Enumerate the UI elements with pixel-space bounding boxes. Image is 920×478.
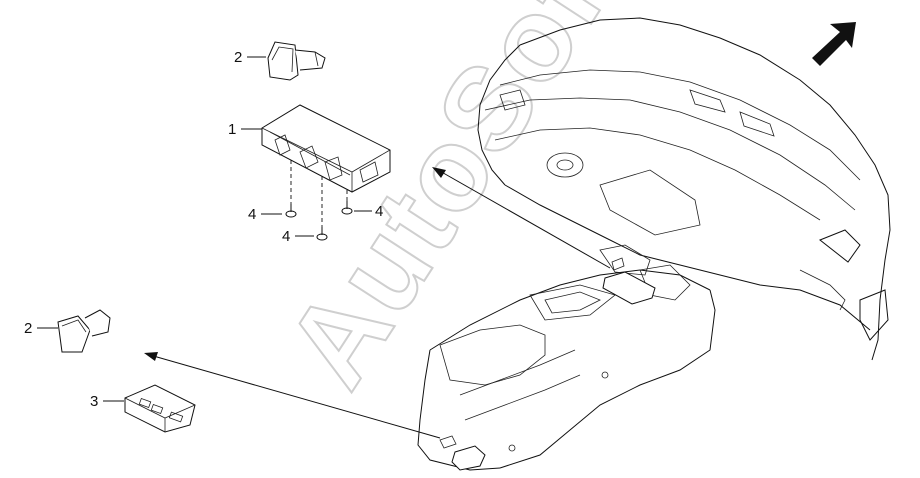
callout-4-left: 4 [248, 206, 282, 223]
screw-1 [285, 204, 297, 218]
usb-socket-upper [267, 41, 326, 81]
control-module [261, 104, 391, 193]
callout-4-bottom: 4 [282, 228, 314, 245]
callout-4-right: 4 [354, 203, 383, 220]
callout-label: 3 [90, 393, 98, 410]
dashboard-outline [477, 17, 891, 361]
screw-guides [290, 160, 348, 228]
callout-2-lower: 2 [24, 320, 58, 337]
callout-label: 2 [234, 49, 242, 66]
leader-arrows [144, 167, 611, 439]
center-console [417, 244, 716, 471]
forward-arrow-icon [812, 22, 856, 66]
usb-socket-lower [57, 309, 111, 353]
callout-3: 3 [90, 393, 124, 410]
callout-label: 1 [228, 121, 236, 138]
callout-2-upper: 2 [234, 49, 266, 66]
callout-label: 4 [248, 206, 256, 223]
screw-2 [316, 227, 328, 241]
callout-label: 4 [282, 228, 290, 245]
socket-bracket [124, 384, 196, 433]
callout-label: 2 [24, 320, 32, 337]
callout-label: 4 [375, 203, 383, 220]
callout-1: 1 [228, 121, 262, 138]
screw-3 [341, 201, 353, 215]
